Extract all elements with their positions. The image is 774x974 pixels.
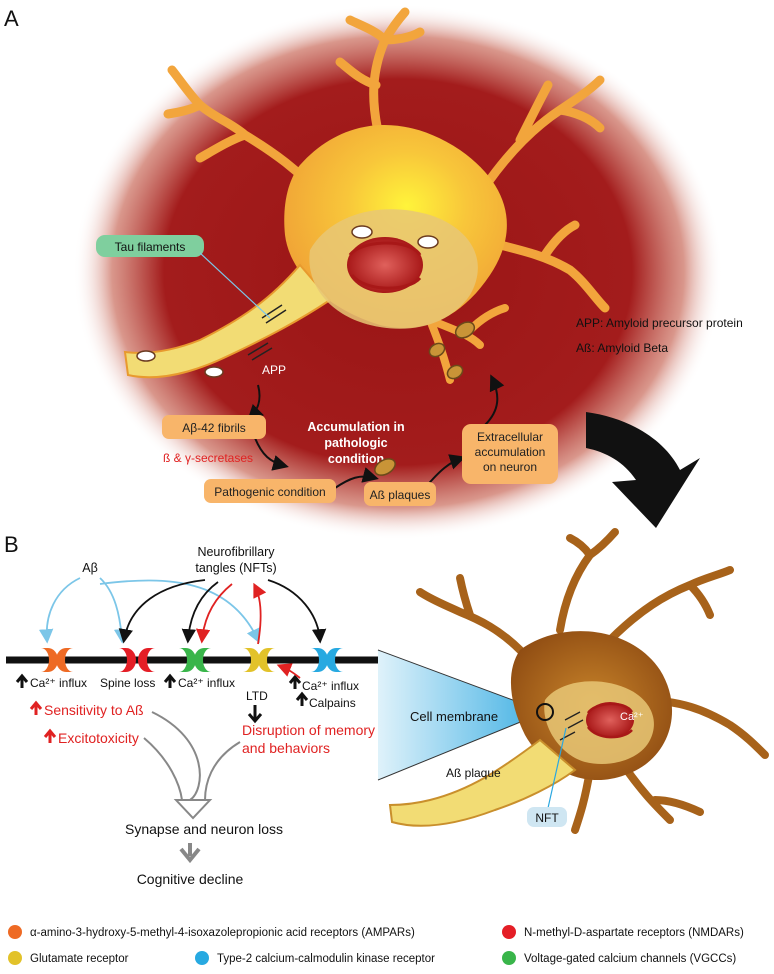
extracellular-line-3: on neuron (483, 460, 537, 474)
nft-box (527, 807, 567, 827)
ab-plaque-label: Aß plaque (446, 766, 501, 780)
red-up-arrow-icon (43, 728, 57, 743)
up-arrow-icon (295, 691, 309, 706)
legend-label-0: α-amino-3-hydroxy-5-methyl-4-isoxazolepr… (30, 927, 415, 939)
ltd-label: LTD (246, 689, 268, 703)
ca-influx-2: Ca²⁺ influx (178, 676, 235, 690)
legend-swatch-0 (8, 925, 22, 939)
ab-plaques-box (364, 482, 436, 506)
tau-pointer-line (199, 252, 271, 319)
app-label: APP (262, 363, 286, 377)
receptors (41, 648, 343, 672)
zoom-cone (378, 650, 545, 780)
calpains-label: Calpains (309, 696, 356, 710)
extracellular-line-1: Extracellular (477, 430, 543, 444)
tau-filaments-box (96, 235, 204, 257)
pathogenic-condition-label: Pathogenic condition (214, 485, 325, 499)
membrane-highlight-circle (536, 703, 554, 721)
up-arrow-icon (15, 673, 29, 688)
nft-pointer-line (547, 727, 567, 809)
red-arrow-icon (276, 663, 301, 679)
ab-top-label: Aβ (82, 561, 98, 575)
ca-influx-1: Ca²⁺ influx (30, 676, 87, 690)
nft-label: NFT (535, 811, 559, 825)
nft-arrows (118, 579, 327, 645)
arrow-extracellular-to-neuron (484, 374, 505, 426)
accumulation-line-2: pathologic (324, 436, 387, 450)
sensitivity-label: Sensitivity to Aß (44, 702, 144, 718)
arrow-fibrils-to-pathogenic (254, 437, 289, 471)
accumulation-line-1: Accumulation in (307, 420, 404, 434)
funnel-arrow-icon (173, 799, 213, 820)
synapse-loss-label: Synapse and neuron loss (125, 821, 283, 837)
secretases-label: ß & γ-secretases (163, 451, 253, 465)
red-up-arrow-icon (29, 700, 43, 715)
legend-ab: Aß: Amyloid Beta (576, 341, 668, 355)
legend-label-4: Voltage-gated calcium channels (VGCCs) (524, 953, 736, 965)
neuron-b (388, 528, 769, 834)
legend-swatch-1 (502, 925, 516, 939)
panel-b-label: B (4, 532, 19, 557)
down-arrow-icon (247, 705, 263, 724)
ab42-fibrils-box (162, 415, 266, 439)
excitotoxicity-label: Excitotoxicity (58, 730, 139, 746)
plaque-icon (374, 458, 396, 476)
disruption-line-1: Disruption of memory (242, 722, 375, 738)
legend-swatch-2 (8, 951, 22, 965)
extracellular-line-2: accumulation (475, 445, 546, 459)
accumulation-line-3: condition (328, 452, 384, 466)
legend-app: APP: Amyloid precursor protein (576, 316, 743, 330)
nucleus (347, 237, 423, 293)
ca-influx-3: Ca²⁺ influx (302, 679, 359, 693)
arrow-pathogenic-to-plaques (334, 467, 379, 489)
cell-membrane-label: Cell membrane (410, 709, 498, 724)
legend-label-3: Type-2 calcium-calmodulin kinase recepto… (217, 953, 435, 965)
disruption-line-2: and behaviors (242, 740, 330, 756)
extracellular-box (462, 424, 558, 484)
spine-loss-label: Spine loss (100, 676, 155, 690)
down-arrow-icon (179, 843, 201, 864)
legend-label-1: N-methyl-D-aspartate receptors (NMDARs) (524, 927, 744, 939)
convergence-lines (143, 711, 241, 801)
receptor-legend: α-amino-3-hydroxy-5-methyl-4-isoxazolepr… (8, 925, 744, 965)
tau-filaments-label: Tau filaments (115, 240, 186, 254)
ab42-fibrils-label: Aβ-42 fibrils (182, 421, 246, 435)
up-arrow-icon (163, 673, 177, 688)
ca2-label: Ca²⁺ (620, 711, 644, 723)
ab-plaques-label: Aß plaques (370, 488, 431, 502)
legend-label-2: Glutamate receptor (30, 953, 129, 965)
neuron-a (123, 7, 610, 384)
pathogenic-condition-box (204, 479, 336, 503)
ab-arrows (38, 577, 260, 644)
legend-swatch-4 (502, 951, 516, 965)
up-arrow-icon (288, 674, 302, 689)
nft-title-line-2: tangles (NFTs) (195, 561, 276, 575)
panel-a-label: A (4, 6, 19, 31)
nft-title-line-1: Neurofibrillary (197, 545, 275, 559)
transition-arrow (586, 412, 700, 528)
legend-swatch-3 (195, 951, 209, 965)
zoom-cone-edge (377, 711, 546, 781)
cognitive-decline-label: Cognitive decline (137, 871, 244, 887)
